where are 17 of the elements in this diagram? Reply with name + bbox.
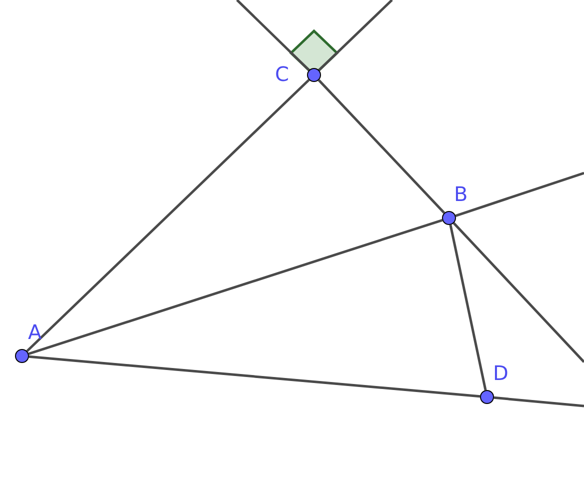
point-label: B xyxy=(454,184,468,204)
line xyxy=(236,0,310,72)
line xyxy=(318,0,393,72)
point-label: C xyxy=(275,64,289,84)
line xyxy=(26,78,310,352)
line xyxy=(449,224,487,390)
point xyxy=(15,349,29,363)
line xyxy=(455,172,584,217)
line xyxy=(28,218,443,356)
line xyxy=(494,396,584,408)
point-label: D xyxy=(493,363,508,383)
point xyxy=(442,211,456,225)
point xyxy=(480,390,494,404)
line xyxy=(452,222,584,363)
line xyxy=(318,79,446,214)
line xyxy=(28,355,480,398)
point-label: A xyxy=(28,322,42,342)
